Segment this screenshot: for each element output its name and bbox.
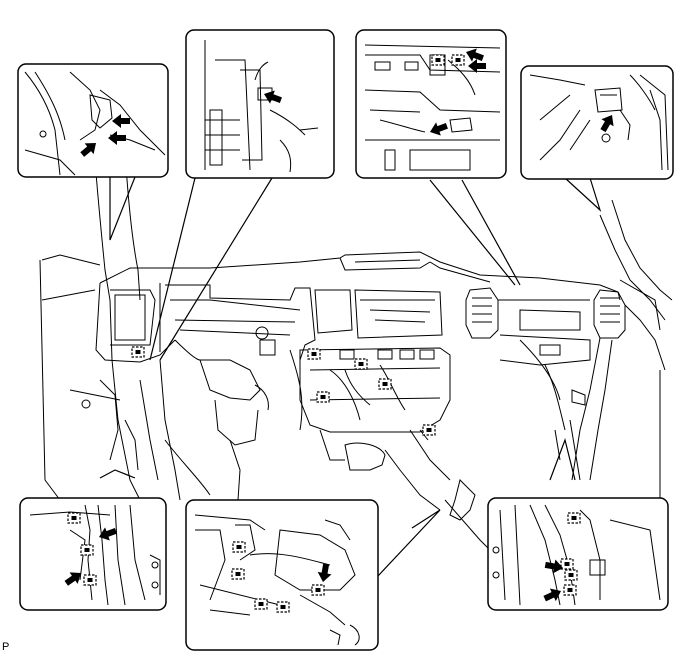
callout-bottom-center bbox=[185, 499, 379, 651]
callout-top-center-left bbox=[185, 29, 335, 179]
callout-leader-lines bbox=[99, 176, 602, 577]
callout-bottom-right bbox=[487, 497, 669, 611]
main-clip-markers bbox=[131, 346, 436, 436]
figure-corner-code: P bbox=[2, 641, 10, 653]
callout-bottom-left bbox=[19, 497, 167, 611]
callout-top-center-right bbox=[355, 29, 507, 179]
callout-top-right bbox=[520, 65, 674, 180]
callout-top-left bbox=[17, 63, 169, 178]
